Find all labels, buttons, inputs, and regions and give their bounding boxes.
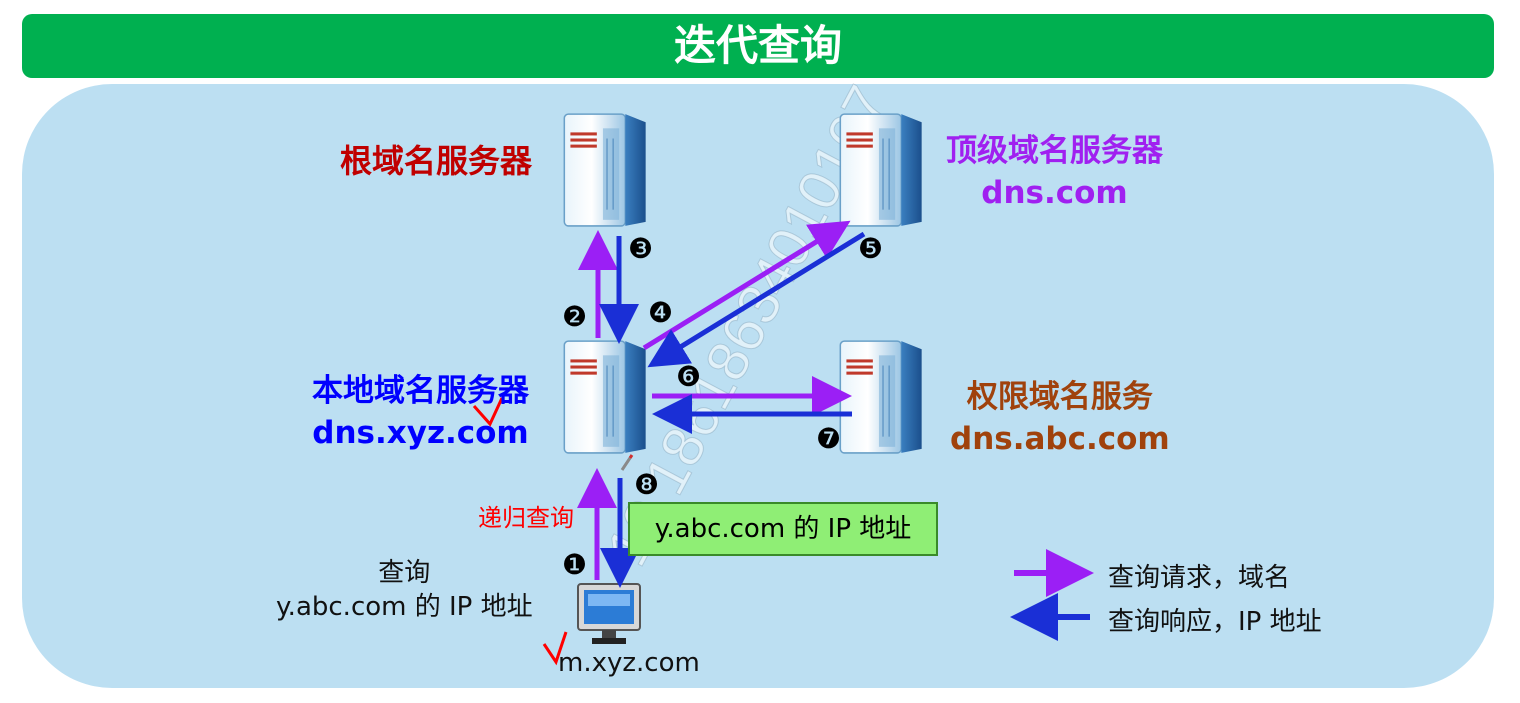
pencil-mark-icon [620, 454, 634, 471]
legend-request-label: 查询请求，域名 [1108, 563, 1291, 593]
checkmark-local-icon [472, 397, 504, 427]
step-8: ❽ [634, 468, 659, 501]
step-4: ❹ [648, 296, 673, 329]
authoritative-server-icon [839, 340, 923, 454]
client-query-line2: y.abc.com 的 IP 地址 [276, 592, 533, 622]
step-1: ❶ [562, 548, 587, 581]
tld-server-host: dns.com [981, 175, 1128, 211]
diagram-panel [22, 84, 1494, 688]
arrow-4-request [642, 220, 851, 351]
local-server-host: dns.xyz.com [312, 415, 529, 451]
step-5: ❺ [858, 232, 883, 265]
local-server-name: 本地域名服务器 [312, 373, 529, 409]
step-6: ❻ [676, 360, 701, 393]
recursive-query-label: 递归查询 [478, 504, 574, 532]
page-title: 迭代查询 [673, 21, 842, 70]
step-3: ❸ [628, 232, 653, 265]
authoritative-server-name: 权限域名服务 [966, 379, 1153, 415]
tld-server-name: 顶级域名服务器 [946, 133, 1163, 169]
legend-response-label: 查询响应，IP 地址 [1108, 607, 1322, 637]
client-computer-icon [577, 583, 641, 644]
title-bar: 迭代查询 [22, 14, 1494, 78]
client-query-line1: 查询 [378, 558, 431, 588]
local-server-label: 本地域名服务器 dns.xyz.com [312, 370, 529, 454]
step-7: ❼ [816, 422, 841, 455]
step-2: ❷ [562, 300, 587, 333]
tld-server-icon [839, 113, 923, 227]
root-server-label: 根域名服务器 [340, 136, 532, 182]
root-server-name: 根域名服务器 [340, 142, 533, 180]
root-server-icon [563, 113, 647, 227]
arrow-5-response [647, 231, 866, 368]
local-server-icon [563, 340, 647, 454]
authoritative-server-host: dns.abc.com [950, 421, 1170, 457]
checkmark-client-icon [542, 631, 568, 666]
authoritative-server-label: 权限域名服务 dns.abc.com [950, 376, 1170, 460]
client-query-label: 查询 y.abc.com 的 IP 地址 [276, 556, 533, 624]
answer-box: y.abc.com 的 IP 地址 [628, 502, 938, 556]
tld-server-label: 顶级域名服务器 dns.com [946, 130, 1163, 214]
client-host-label: m.xyz.com [558, 648, 700, 678]
